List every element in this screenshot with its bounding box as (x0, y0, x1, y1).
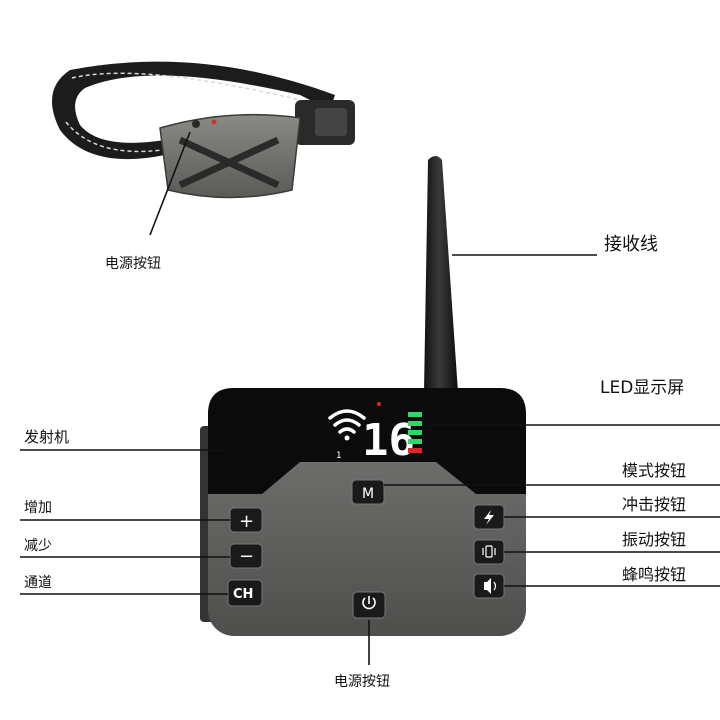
bottom-power-label: 电源按钮 (334, 674, 390, 690)
vibration-icon (482, 545, 496, 558)
plus-button-label: + (239, 511, 254, 532)
lightning-icon (484, 510, 494, 525)
collar-power-leader (149, 131, 191, 236)
shock-button[interactable] (473, 504, 505, 530)
collar-receiver-x-mark (178, 136, 280, 189)
collar-indicator-led (211, 119, 217, 125)
channel-label: 通道 (24, 575, 52, 591)
shock-button-callout: 冲击按钮 (622, 495, 686, 514)
collar-buckle-slot (315, 108, 347, 136)
collar-power-button[interactable] (192, 120, 200, 128)
beep-button-callout: 蜂鸣按钮 (622, 565, 686, 584)
minus-button-label: − (239, 546, 254, 567)
antenna-label: 接收线 (604, 234, 658, 255)
antenna (424, 156, 458, 392)
mode-button-callout: 模式按钮 (622, 461, 686, 480)
transmitter (200, 388, 526, 636)
collar-strap (52, 61, 335, 160)
leader-lines (20, 424, 720, 665)
mode-button[interactable] (351, 479, 385, 505)
increase-label: 增加 (24, 500, 52, 516)
speaker-icon (484, 578, 497, 594)
minus-button[interactable] (229, 543, 263, 569)
antenna-whip (424, 156, 458, 392)
decrease-label: 减少 (24, 538, 52, 554)
dog-collar (52, 61, 355, 236)
transmitter-label: 发射机 (24, 428, 69, 446)
screen-channel-index: 1 (336, 451, 342, 461)
wifi-signal-icon (328, 409, 366, 441)
power-button[interactable] (352, 591, 386, 619)
vibration-button-callout: 振动按钮 (622, 530, 686, 549)
screen-channel-display: 16 (362, 415, 415, 466)
channel-button[interactable] (227, 579, 263, 607)
screen-label: LED显示屏 (600, 378, 684, 398)
beep-button[interactable] (473, 573, 505, 599)
battery-level-icon (408, 412, 422, 453)
screen-status-dot (377, 402, 381, 406)
screen-panel (208, 388, 526, 494)
collar-power-label: 电源按钮 (105, 256, 161, 272)
mode-button-label: M (362, 486, 374, 502)
collar-strap-stitch (71, 72, 301, 101)
channel-button-label: CH (233, 587, 253, 602)
vibration-button[interactable] (473, 539, 505, 565)
collar-strap-stitch-2 (65, 121, 163, 153)
power-icon (362, 596, 376, 610)
